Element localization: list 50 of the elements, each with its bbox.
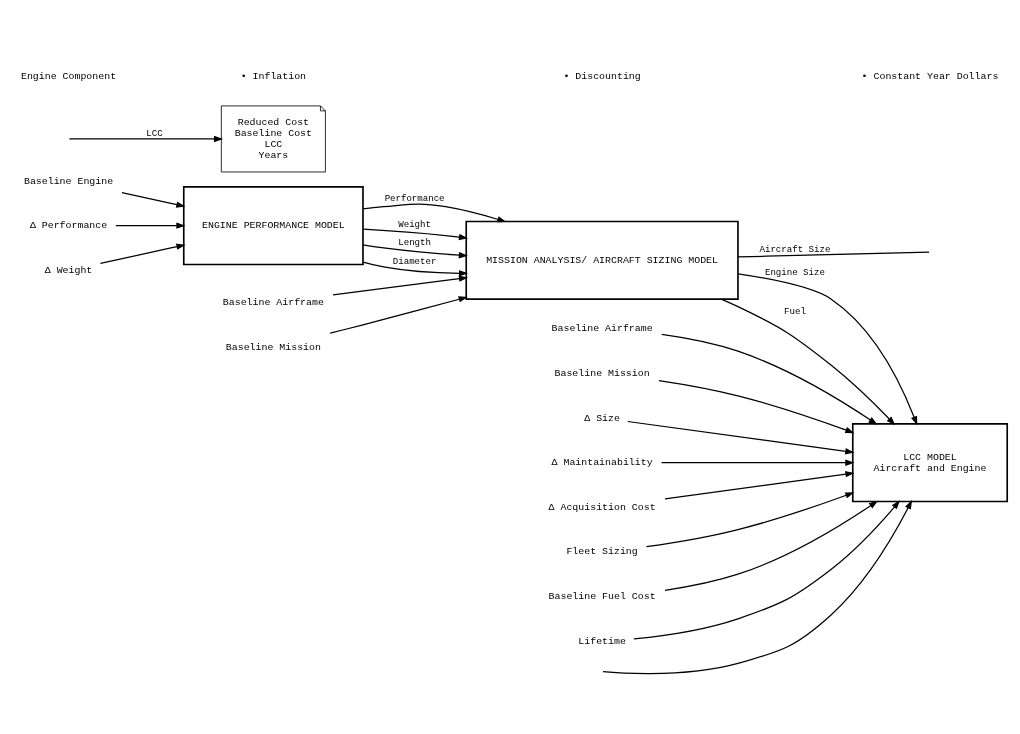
arrow xyxy=(661,459,855,466)
node-text: Δ Size xyxy=(584,412,620,424)
connector xyxy=(737,251,930,258)
node-text: Baseline Engine xyxy=(23,175,114,187)
arrow xyxy=(121,191,186,208)
arrow xyxy=(664,500,879,591)
edge-label: Fuel xyxy=(784,305,806,317)
arrow xyxy=(737,272,918,425)
arrow xyxy=(68,135,224,142)
node-text: Baseline Fuel Cost xyxy=(548,590,656,602)
node-text: Δ Acquisition Cost xyxy=(548,501,656,513)
arrow xyxy=(645,491,855,547)
node-text: Baseline Airframe xyxy=(222,296,324,308)
arrow xyxy=(602,499,913,674)
node-text: Fleet Sizing xyxy=(566,545,638,557)
arrow xyxy=(332,275,469,295)
edge-label: Aircraft Size xyxy=(759,243,831,255)
edge-label: Weight xyxy=(398,218,431,230)
edge-label: Length xyxy=(398,236,431,248)
arrow xyxy=(658,379,855,433)
node-text: Δ Weight xyxy=(44,264,93,276)
arrow xyxy=(664,470,855,499)
arrow xyxy=(661,333,878,425)
label: • Discounting xyxy=(563,70,641,82)
arrow xyxy=(362,261,469,276)
edge-label: Diameter xyxy=(392,255,437,267)
arrow xyxy=(329,295,468,334)
node-text: Δ Performance xyxy=(29,219,108,231)
arrow xyxy=(115,221,186,229)
arrow xyxy=(627,420,855,454)
arrow xyxy=(362,243,468,258)
label: • Constant Year Dollars xyxy=(861,70,999,82)
arrow xyxy=(99,243,186,264)
edge-label: LCC xyxy=(146,127,163,139)
edge-label: Engine Size xyxy=(764,266,825,278)
label: • Inflation xyxy=(240,70,307,82)
node-text: Baseline Airframe xyxy=(551,322,653,334)
node-text: Δ Maintainability xyxy=(551,456,653,468)
node-box: ENGINE PERFORMANCE MODEL xyxy=(182,185,364,265)
arrow xyxy=(362,228,468,240)
arrow xyxy=(362,202,507,222)
label: Engine Component xyxy=(20,70,117,82)
node-text: Baseline Mission xyxy=(225,341,321,353)
node-text: Baseline Mission xyxy=(554,367,650,379)
arrow xyxy=(633,499,901,639)
edge-label: Performance xyxy=(384,192,445,204)
node-box: MISSION ANALYSIS/ AIRCRAFT SIZING MODEL xyxy=(465,220,739,300)
arrow xyxy=(721,298,896,425)
node-box: LCC MODEL Aircraft and Engine xyxy=(851,422,1009,502)
node-text: Lifetime xyxy=(578,635,626,647)
